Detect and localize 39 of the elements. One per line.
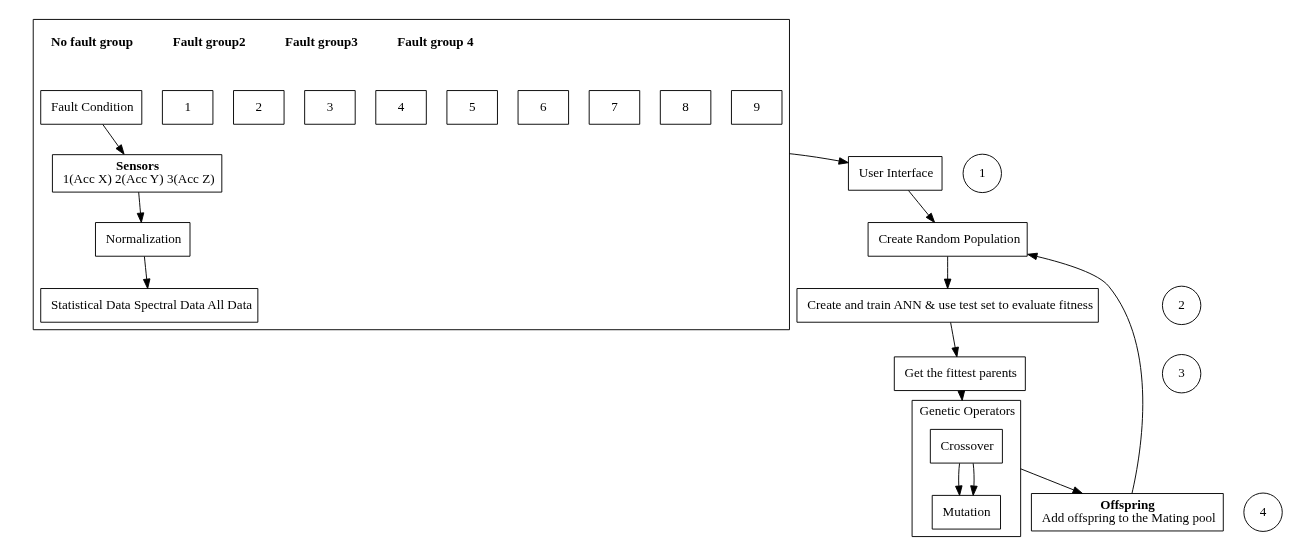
arrow bbox=[943, 256, 952, 289]
node-box: 1 bbox=[161, 90, 214, 125]
node-circle: 3 bbox=[1161, 354, 1202, 394]
arrow bbox=[908, 190, 936, 223]
label: Fault group 4 bbox=[397, 34, 474, 50]
arrow bbox=[143, 256, 151, 289]
node-box: Sensors 1(Acc X) 2(Acc Y) 3(Acc Z) bbox=[51, 154, 223, 193]
node-box: 9 bbox=[730, 90, 783, 125]
node-box: 8 bbox=[659, 90, 712, 125]
arrow bbox=[1020, 468, 1083, 494]
node-box: Create and train ANN & use test set to evaluate fitness bbox=[796, 288, 1099, 323]
cluster bbox=[32, 18, 790, 331]
node-box: Crossover bbox=[929, 428, 1003, 464]
node-box: Offspring Add offspring to the Mating pool bbox=[1030, 493, 1224, 532]
arrow bbox=[789, 153, 849, 165]
arrow bbox=[970, 462, 978, 496]
arrow bbox=[136, 191, 145, 223]
arrow bbox=[955, 462, 963, 496]
node-box: Statistical Data Spectral Data All Data bbox=[40, 288, 259, 323]
node-circle: 2 bbox=[1161, 285, 1202, 326]
node-circle: 1 bbox=[962, 153, 1002, 194]
label: No fault group bbox=[51, 34, 133, 50]
node-box: Mutation bbox=[931, 494, 1001, 530]
arrow bbox=[102, 124, 125, 155]
node-box: Create Random Population bbox=[867, 222, 1028, 257]
node-circle: 4 bbox=[1243, 492, 1283, 532]
node-box: Normalization bbox=[95, 222, 191, 257]
arrow bbox=[1027, 252, 1144, 494]
node-box: 6 bbox=[517, 90, 570, 125]
node-box: 4 bbox=[375, 90, 427, 125]
node-box: 2 bbox=[233, 90, 285, 125]
label: Fault group3 bbox=[285, 34, 358, 50]
label: Fault group2 bbox=[172, 34, 246, 50]
node-box: 3 bbox=[304, 90, 356, 125]
node-box: 5 bbox=[446, 90, 498, 125]
arrow bbox=[950, 321, 959, 358]
node-box: Fault Condition bbox=[40, 90, 143, 125]
node-box: 7 bbox=[588, 90, 641, 125]
node-box: User Interface bbox=[847, 156, 943, 191]
